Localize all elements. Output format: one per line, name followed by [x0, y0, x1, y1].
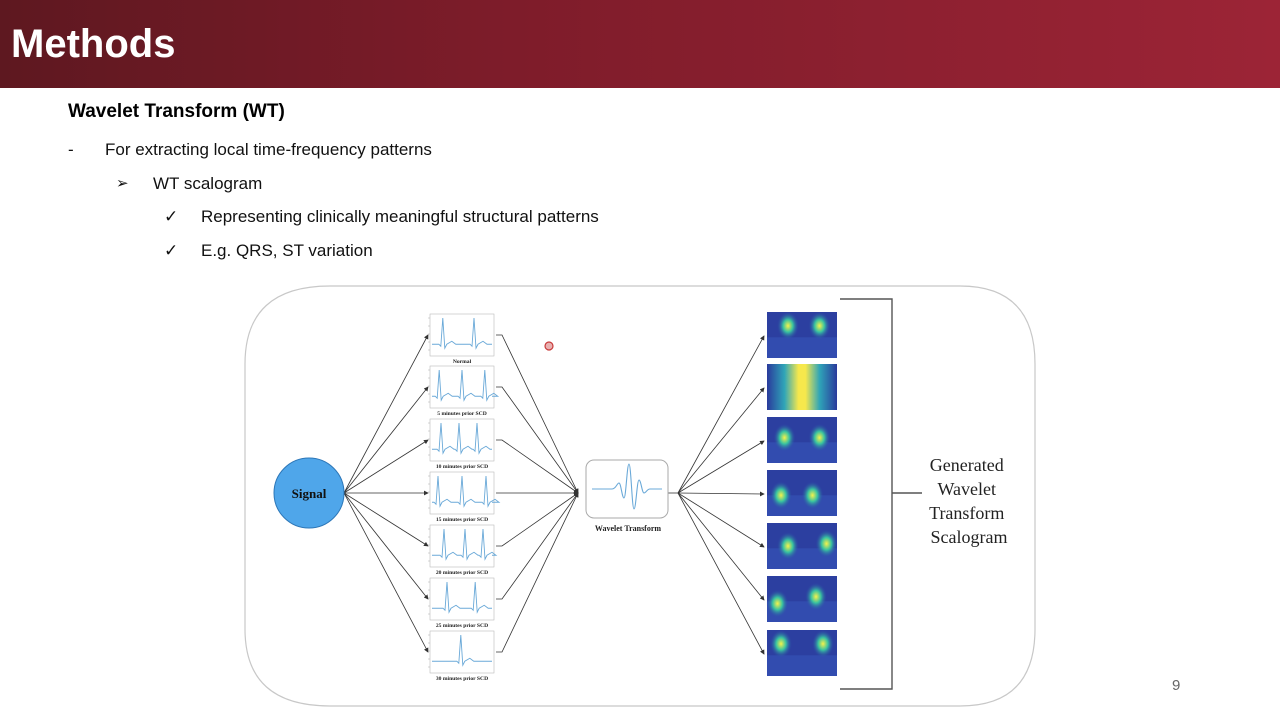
ecg-trace: [432, 528, 498, 561]
ecg-panel: Normal: [428, 313, 495, 365]
ecg-to-wavelet-arrow: [496, 492, 579, 600]
ecg-panel: 10 minutes prior SCD: [428, 418, 495, 470]
signal-to-ecg-arrow: [343, 492, 429, 547]
signal-to-ecg-arrow: [343, 334, 429, 494]
wavelet-to-scalogram-arrow: [677, 440, 765, 494]
arrow-bullet-icon: ➢: [116, 175, 129, 192]
ecg-panel: 30 minutes prior SCD: [428, 630, 495, 682]
ecg-to-wavelet-arrow: [496, 386, 579, 494]
ecg-label: 30 minutes prior SCD: [436, 676, 488, 682]
signal-label: Signal: [292, 486, 327, 501]
ecg-trace: [432, 422, 492, 455]
signal-node: [273, 457, 345, 529]
check-icon: ✓: [164, 207, 179, 226]
ecg-to-wavelet-arrow: [496, 492, 579, 547]
ecg-label: 25 minutes prior SCD: [436, 623, 488, 629]
output-bracket: [840, 298, 922, 690]
ecg-panel: 25 minutes prior SCD: [428, 577, 495, 629]
output-label: Generated Wavelet Transform Scalogram: [929, 455, 1009, 547]
bullet-text: E.g. QRS, ST variation: [201, 241, 373, 260]
ecg-trace: [432, 634, 492, 667]
scalogram-image: [767, 523, 838, 569]
bullet-text: For extracting local time-frequency patt…: [105, 140, 432, 159]
scalogram-image: [767, 417, 837, 463]
slide-title: Methods: [11, 22, 176, 66]
diagram-frame: [244, 285, 1036, 707]
scalogram-images: [766, 311, 838, 676]
title-bar: Methods: [0, 0, 1280, 88]
ecg-to-wavelet-arrow: [496, 334, 579, 494]
ecg-trace: [432, 581, 492, 614]
signal-to-ecg-arrow: [343, 439, 429, 494]
ecg-trace: [432, 475, 501, 508]
scalogram-image: [767, 470, 837, 516]
ecg-label: 5 minutes prior SCD: [437, 411, 486, 417]
signal-to-ecg-arrow: [343, 492, 429, 653]
cursor-indicator: [544, 341, 554, 351]
ecg-trace: [432, 369, 500, 402]
ecg-label: 15 minutes prior SCD: [436, 517, 488, 523]
scalogram-image: [767, 364, 837, 410]
ecg-panels: Normal 5 minutes prior SCD 10 minutes prio…: [428, 313, 501, 682]
wavelet-to-scalogram-arrow: [677, 492, 765, 548]
check-icon: ✓: [164, 241, 179, 260]
wavelet-diagram: Normal 5 minutes prior SCD 10 minutes prio…: [244, 285, 1036, 707]
ecg-label: Normal: [453, 359, 472, 365]
scalogram-image: [766, 576, 837, 622]
ecg-panel: 20 minutes prior SCD: [428, 524, 498, 576]
ecg-panel: 15 minutes prior SCD: [428, 471, 501, 523]
signal-to-ecg-arrow: [343, 492, 429, 600]
ecg-to-wavelet-arrow: [496, 439, 579, 494]
page-number: 9: [1172, 677, 1181, 694]
ecg-label: 10 minutes prior SCD: [436, 464, 488, 470]
ecg-label: 20 minutes prior SCD: [436, 570, 488, 576]
wavelet-to-scalogram-arrow: [677, 492, 765, 655]
bullet-text: Representing clinically meaningful struc…: [201, 207, 599, 226]
scalogram-image: [767, 311, 837, 358]
ecg-trace: [432, 317, 492, 350]
scalogram-image: [767, 629, 837, 676]
ecg-to-wavelet-arrow: [496, 492, 579, 653]
wavelet-to-scalogram-arrow: [677, 335, 765, 494]
bullet-text: WT scalogram: [153, 174, 263, 193]
section-heading: Wavelet Transform (WT): [68, 101, 285, 122]
wavelet-to-scalogram-arrow: [677, 492, 765, 601]
wavelet-transform-box: [585, 459, 669, 519]
signal-to-ecg-arrow: [343, 386, 429, 494]
wavelet-to-scalogram-arrow: [677, 491, 765, 497]
wavelet-icon: [592, 463, 662, 510]
wavelet-to-scalogram-arrow: [677, 387, 765, 494]
connector-arrows: [343, 334, 765, 655]
ecg-panel: 5 minutes prior SCD: [428, 365, 500, 417]
dash-marker: -: [68, 140, 74, 159]
wavelet-label: Wavelet Transform: [595, 524, 661, 533]
